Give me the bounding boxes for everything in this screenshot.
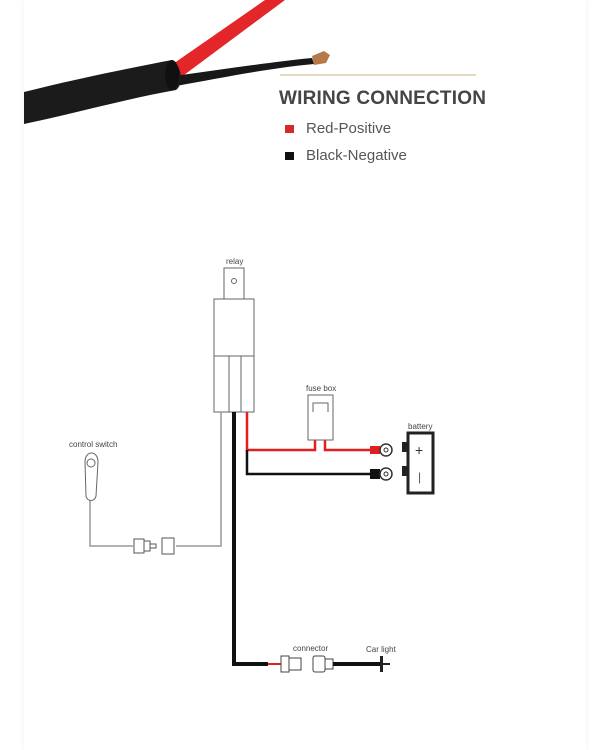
cable-photo <box>24 0 330 124</box>
black-wire-photo <box>174 58 314 86</box>
switch-connector <box>133 537 175 555</box>
connector-label: connector <box>293 644 328 653</box>
relay <box>213 267 255 413</box>
black-wire-light <box>232 412 268 666</box>
fuse-box-label: fuse box <box>306 384 336 393</box>
control-switch-label: control switch <box>69 440 117 449</box>
copper-strands <box>312 51 330 65</box>
red-wire-photo <box>170 0 285 78</box>
battery-label: battery <box>408 422 432 431</box>
gray-wire <box>176 412 222 547</box>
ring-terminal-negative <box>379 467 393 481</box>
ring-terminal-positive <box>379 443 393 457</box>
battery-icon <box>402 431 435 495</box>
car-light-icon <box>380 656 383 672</box>
legend-label: Red-Positive <box>306 120 392 137</box>
cable-jacket <box>24 60 181 124</box>
legend-item-black: Black-Negative <box>285 147 407 164</box>
relay-label: relay <box>226 257 243 266</box>
black-swatch <box>285 151 294 160</box>
black-wire <box>245 450 370 476</box>
fuse-box <box>307 394 334 441</box>
car-light-label: Car light <box>366 645 397 654</box>
legend-label: Black-Negative <box>306 147 407 164</box>
battery-plus: + <box>415 442 423 458</box>
image-frame <box>24 0 586 750</box>
page-title: WIRING CONNECTION <box>279 88 487 109</box>
legend-item-red: Red-Positive <box>285 120 391 137</box>
battery-minus: | <box>418 470 421 484</box>
light-connector <box>280 655 334 673</box>
red-swatch <box>285 124 294 133</box>
red-wire <box>245 412 317 452</box>
